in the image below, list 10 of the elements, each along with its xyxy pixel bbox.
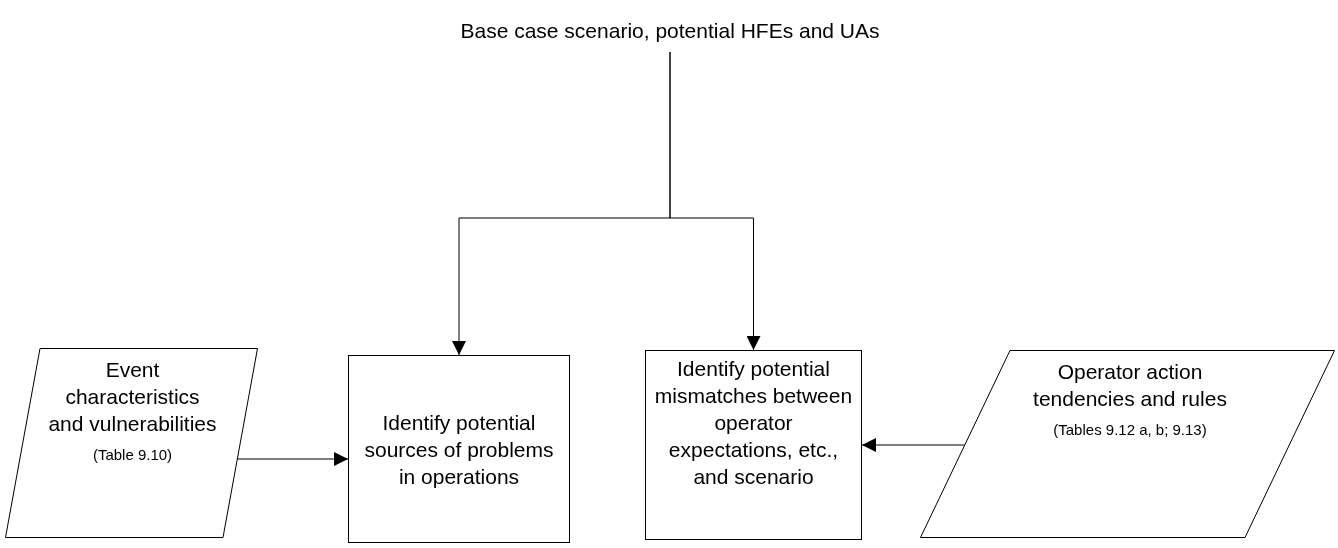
arrow <box>237 452 349 466</box>
parallelogram-text: Event characteristics and vulnerabilities (Table 9.10) <box>47 357 218 465</box>
process-box <box>645 350 862 540</box>
arrow <box>669 51 761 351</box>
process-box <box>348 355 570 543</box>
process-text: Identify potential sources of problems in operations <box>363 409 555 490</box>
process-text: Identify potential mismatches between operator expectations, etc., and scenario <box>654 356 853 490</box>
arrow <box>861 438 965 452</box>
heading-text: Base case scenario, potential HFEs and UAs <box>460 18 880 45</box>
parallelogram-text: Operator action tendencies and rules (Tables 9.12 a, b; 9.13) <box>1032 359 1228 440</box>
